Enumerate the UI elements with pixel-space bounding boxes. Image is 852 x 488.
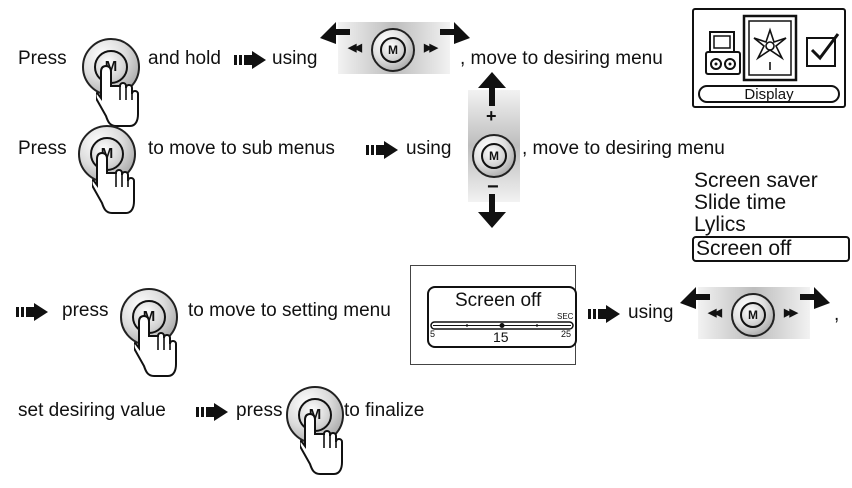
arrow-left-icon [680,287,710,309]
menu-item[interactable]: Lylics [694,213,746,236]
pointing-hand-icon [134,314,177,377]
m-button-hand-4[interactable]: M [286,386,350,488]
row3-using-text: using [628,302,674,323]
fast-forward-icon: ▶▶ [784,307,798,319]
rewind-icon: ◀◀ [348,42,362,54]
horizontal-nav-pad-2[interactable]: ◀◀ M ▶▶ [680,283,830,341]
m-button-label: M [481,143,507,169]
rewind-icon: ◀◀ [708,307,722,319]
m-button-hand-3[interactable]: M [120,288,184,390]
minus-label: − [487,176,499,198]
row4-finalize-text: to finalize [344,400,425,421]
row1-hold-text: and hold [148,48,221,69]
row2-submenu-text: to move to sub menus [148,138,335,159]
arrow-right-icon [16,303,48,321]
arrow-down-icon [478,194,506,228]
arrow-right-icon [196,403,228,421]
row2-move-text: , move to desiring menu [522,138,725,159]
value-slider[interactable] [427,318,577,334]
setting-screen: Screen off SEC 5 15 25 [410,265,577,365]
fast-forward-icon: ▶▶ [424,42,438,54]
row3-comma-text: , [834,304,840,325]
setting-panel [427,286,577,348]
arrow-right-icon [588,305,620,323]
slider-value-label: 15 [493,329,509,345]
slider-knob [499,323,505,328]
arrow-right-icon [234,51,266,69]
display-label: Display [698,85,840,103]
arrow-right-icon [800,287,830,309]
m-button[interactable]: M [731,293,775,337]
arrow-up-icon [478,72,506,106]
row4-set-value-text: set desiring value [18,400,166,421]
row2-press-text: Press [18,138,67,159]
plus-label: + [486,106,497,126]
row3-setting-text: to move to setting menu [188,300,391,321]
row1-press-text: Press [18,48,67,69]
row2-using-text: using [406,138,452,159]
arrow-right-icon [440,22,470,44]
music-player-icon [705,31,741,75]
setting-title: Screen off [455,290,542,311]
pointing-hand-icon [300,412,343,475]
pointing-hand-icon [96,64,139,127]
slider-min-label: 5 [430,329,436,339]
menu-item[interactable]: Slide time [694,191,787,214]
arrow-right-icon [366,141,398,159]
m-button[interactable]: M [472,134,516,178]
m-button-hand-1[interactable]: M [82,38,146,140]
arrow-left-icon [320,22,350,44]
m-button[interactable]: M [371,28,415,72]
setting-unit: SEC [557,312,574,321]
row3-press-text: press [62,300,109,321]
m-button-label: M [740,302,766,328]
sub-menu-list: Screen saver Slide time Lylics Screen of… [692,169,850,262]
settings-check-icon [806,33,840,67]
m-button-hand-2[interactable]: M [78,125,142,227]
slider-max-label: 25 [561,329,572,339]
vertical-nav-pad[interactable]: + M − [462,72,522,232]
menu-item-selected[interactable]: Screen off [692,236,850,262]
row1-using-text: using [272,48,318,69]
menu-item[interactable]: Screen saver [694,169,818,192]
row4-press-text: press [236,400,283,421]
row1-move-text: , move to desiring menu [460,48,663,69]
display-flower-icon [742,14,798,82]
horizontal-nav-pad-1[interactable]: ◀◀ M ▶▶ [320,18,470,76]
m-button-label: M [380,37,406,63]
pointing-hand-icon [92,151,135,214]
display-menu-screen: Display [692,8,846,108]
